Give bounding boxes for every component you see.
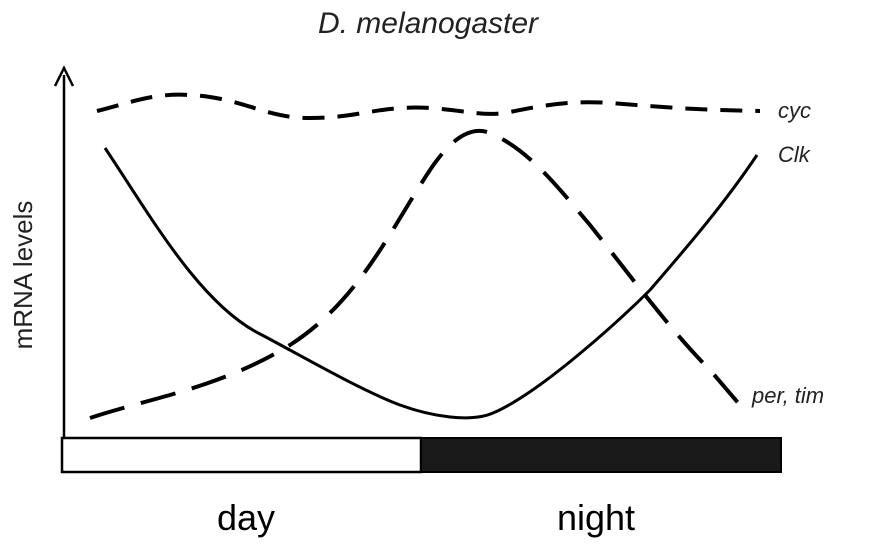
figure-title: D. melanogaster [318, 7, 539, 40]
y-axis-arrowhead [53, 65, 75, 87]
y-axis-label: mRNA levels [8, 201, 38, 350]
night-bar [420, 437, 782, 473]
day-label: day [217, 497, 275, 538]
cyc-curve [96, 92, 761, 121]
per-tim-curve [89, 128, 742, 420]
series-label-cyc: cyc [778, 98, 811, 123]
clk-curve [103, 147, 759, 420]
light-dark-bar [60, 436, 782, 474]
night-label: night [557, 497, 635, 538]
day-bar [60, 436, 423, 474]
axes [53, 65, 75, 440]
series-label-clk: Clk [778, 142, 811, 167]
series-label-per-tim: per, tim [751, 383, 824, 408]
